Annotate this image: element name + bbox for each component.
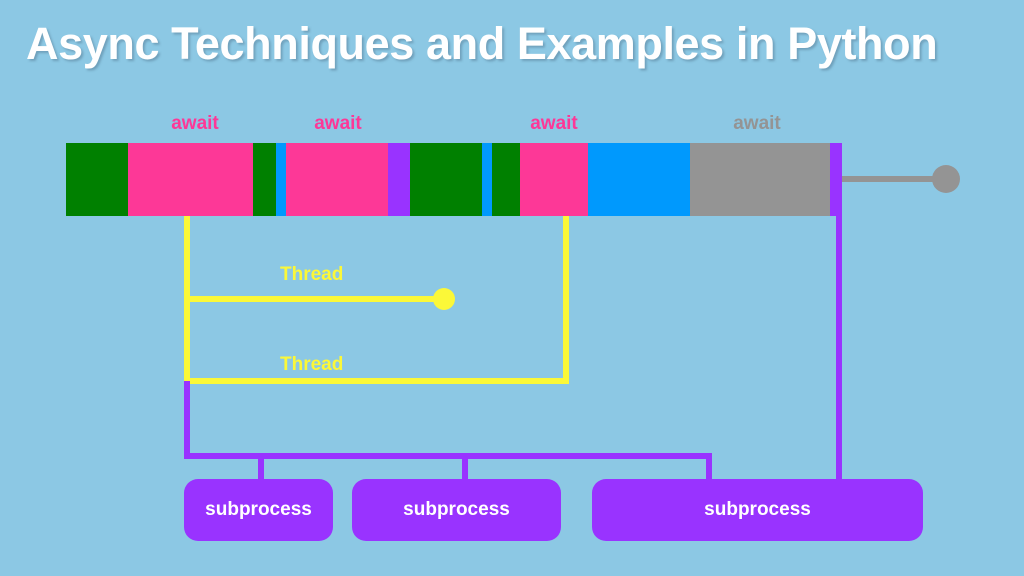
subprocess-bus-line: [184, 453, 712, 459]
timeline-segment-await-4: [286, 143, 388, 216]
thread-1-label: Thread: [280, 264, 344, 285]
subprocess-box-2[interactable]: subprocess: [352, 479, 561, 541]
subprocess-trunk-line: [184, 381, 190, 459]
timeline-segment-cpu-work-0: [66, 143, 128, 216]
thread-2-drop-line: [184, 216, 190, 384]
await-label-2: await: [314, 113, 362, 134]
thread-1-run-line: [184, 296, 440, 302]
timeline-segment-await-9: [520, 143, 588, 216]
timeline-segment-io-10: [588, 143, 690, 216]
thread-2-return-line: [563, 216, 569, 384]
event-loop-timeline: [66, 143, 842, 216]
pending-await-line: [842, 176, 938, 182]
subprocess-box-3[interactable]: subprocess: [592, 479, 923, 541]
subprocess-drop-line-3: [706, 453, 712, 483]
timeline-segment-cpu-work-8: [492, 143, 520, 216]
subprocess-drop-line-2: [462, 453, 468, 483]
timeline-segment-io-3: [276, 143, 286, 216]
timeline-segment-subprocess-5: [388, 143, 410, 216]
thread-2-label: Thread: [280, 354, 344, 375]
page-title: Async Techniques and Examples in Python: [26, 18, 938, 69]
timeline-segment-io-7: [482, 143, 492, 216]
timeline-segment-await-1: [128, 143, 253, 216]
timeline-segment-await-pending-11: [690, 143, 830, 216]
subprocess-drop-line-1: [258, 453, 264, 483]
timeline-segment-cpu-work-2: [253, 143, 276, 216]
thread-2-run-line: [184, 378, 569, 384]
subprocess-direct-link-line: [836, 216, 842, 499]
timeline-segment-cpu-work-6: [410, 143, 482, 216]
timeline-segment-subprocess-12: [830, 143, 842, 216]
await-label-3: await: [530, 113, 578, 134]
await-label-1: await: [171, 113, 219, 134]
await-label-4: await: [733, 113, 781, 134]
pending-await-dot: [932, 165, 960, 193]
thread-1-end-dot: [433, 288, 455, 310]
subprocess-box-1[interactable]: subprocess: [184, 479, 333, 541]
